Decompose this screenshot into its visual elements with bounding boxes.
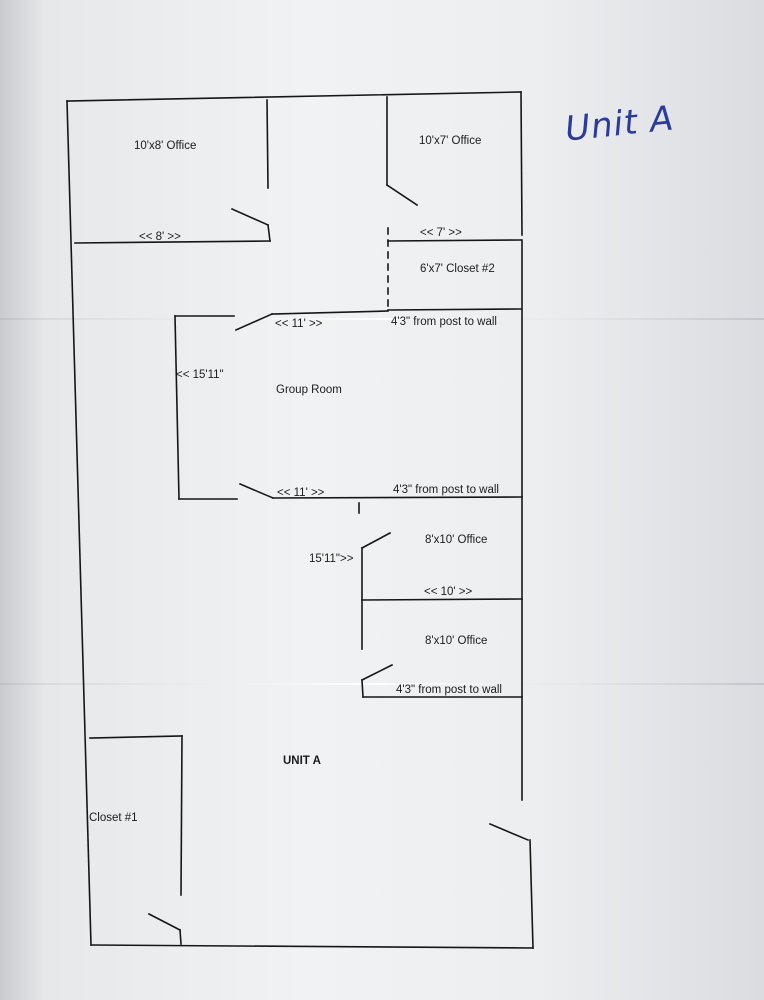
office-1-label: 10'x8' Office xyxy=(134,140,197,152)
group-room-bottom-note: 4'3" from post to wall xyxy=(393,484,499,496)
group-room-top-note: 4'3" from post to wall xyxy=(391,316,497,328)
office-2-width-dimension: << 7' >> xyxy=(420,227,462,239)
group-room-walls xyxy=(174,310,523,500)
office-3-label: 8'x10' Office xyxy=(425,534,488,546)
closet-1-label: Closet #1 xyxy=(89,812,138,824)
paper-fold-upper xyxy=(0,318,764,320)
office-4-note: 4'3" from post to wall xyxy=(396,684,502,696)
paper-fold-lower xyxy=(0,683,764,685)
top-office-walls xyxy=(74,96,522,311)
office-3-width-dimension: << 10' >> xyxy=(424,586,473,598)
closet-1-walls xyxy=(89,735,183,945)
group-room-bottom-dimension: << 11' >> xyxy=(277,487,325,499)
entry-door xyxy=(488,822,530,842)
outer-walls xyxy=(66,91,534,949)
group-room-top-dimension: << 11' >> xyxy=(275,318,323,330)
unit-a-label: UNIT A xyxy=(283,755,321,767)
group-room-label: Group Room xyxy=(276,384,342,396)
office-4-label: 8'x10' Office xyxy=(425,635,488,647)
office-2-label: 10'x7' Office xyxy=(419,135,482,147)
office-1-width-dimension: << 8' >> xyxy=(139,231,181,243)
group-room-left-dimension: << 15'11" xyxy=(176,369,224,381)
offices-height-dimension: 15'11">> xyxy=(309,553,354,565)
closet-2-label: 6'x7' Closet #2 xyxy=(420,263,495,275)
right-office-walls xyxy=(358,502,523,698)
